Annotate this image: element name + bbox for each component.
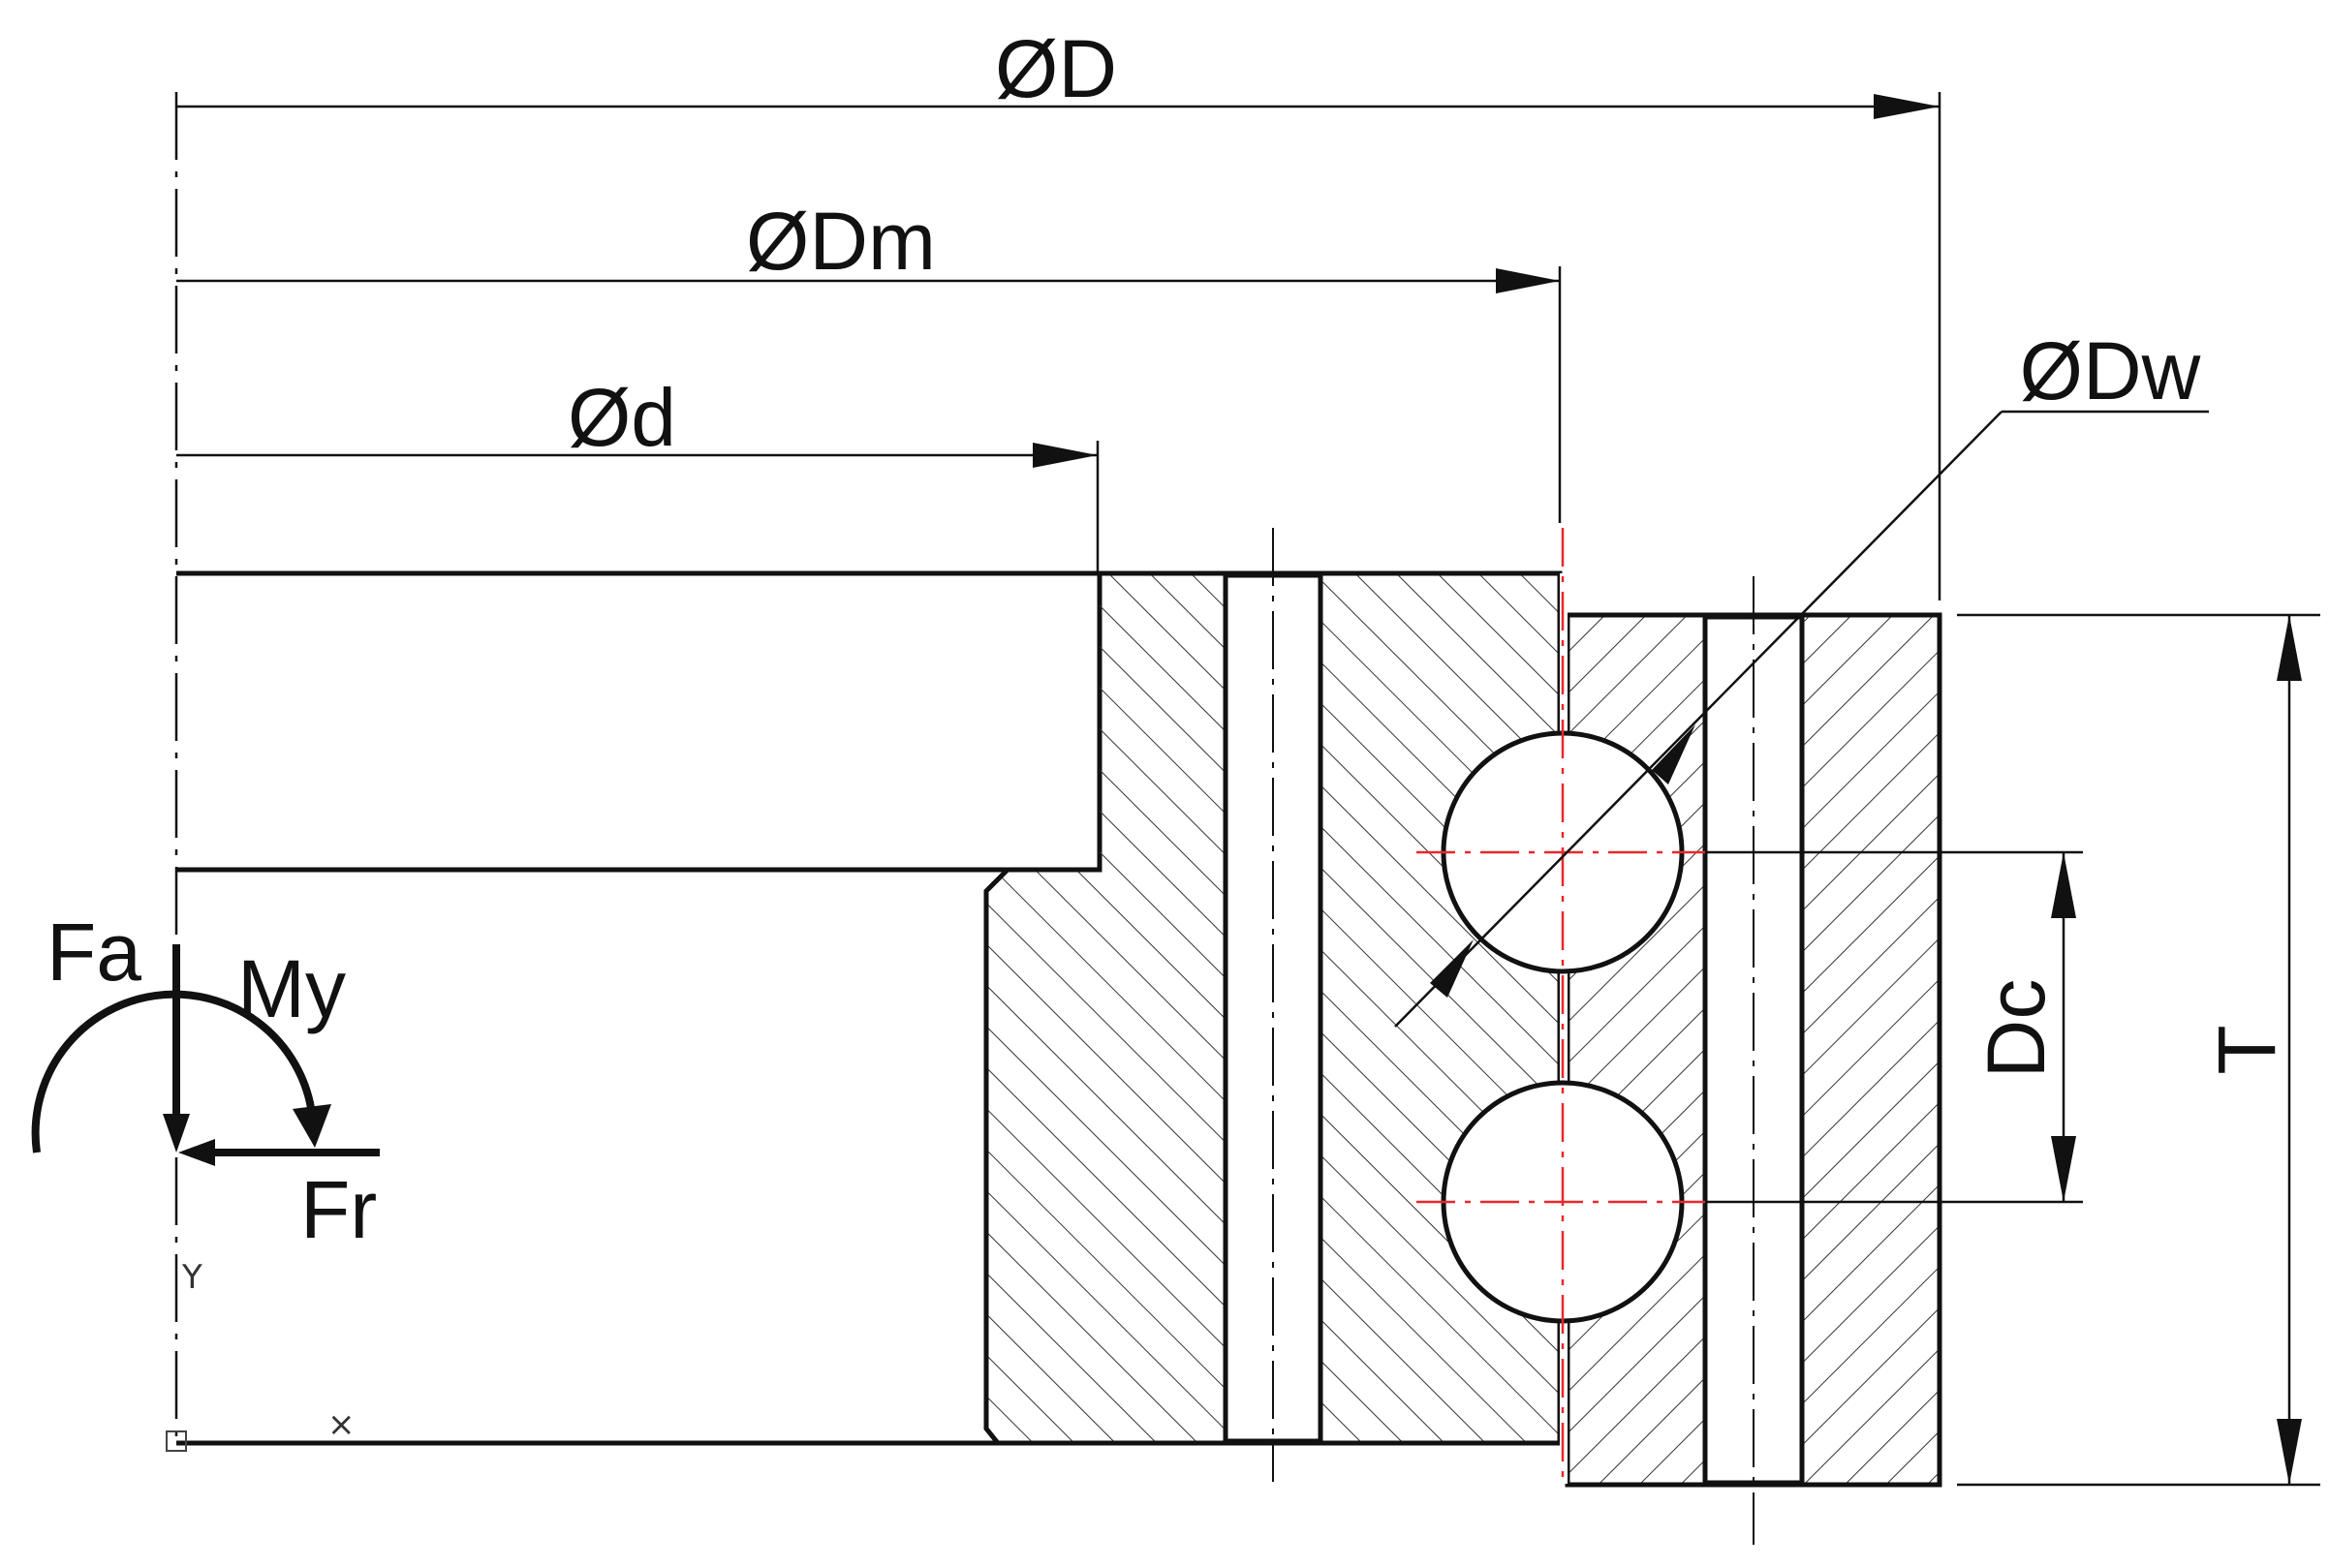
outer-ring xyxy=(1565,576,1942,1545)
dimension-height: T xyxy=(1957,613,2320,1487)
label-axial-force: Fa xyxy=(47,907,141,998)
label-outer-diameter: ØD xyxy=(995,23,1117,114)
ucs-icon: Y × xyxy=(166,1258,356,1452)
label-radial-force: Fr xyxy=(300,1164,377,1255)
label-height: T xyxy=(2201,1025,2292,1074)
dimension-mean-diameter: ØDm xyxy=(176,196,1562,523)
label-ball-center-distance: Dc xyxy=(1971,979,2062,1079)
dimension-ball-center-distance: Dc xyxy=(1705,850,2083,1204)
dimension-outer-diameter: ØD xyxy=(176,23,1941,600)
label-moment: My xyxy=(237,943,346,1034)
label-mean-diameter: ØDm xyxy=(746,196,936,287)
dimension-inner-diameter: Ød xyxy=(176,372,1100,571)
ball-center-lines xyxy=(1416,528,1705,1487)
dimension-ball-diameter: ØDw xyxy=(1394,325,2209,1028)
label-ball-diameter: ØDw xyxy=(2020,325,2201,416)
label-axis-x: × xyxy=(327,1405,356,1444)
label-axis-y: Y xyxy=(181,1258,202,1297)
inner-ring xyxy=(176,528,1563,1482)
label-inner-diameter: Ød xyxy=(568,372,676,463)
load-symbols: Fa My Fr xyxy=(31,907,380,1255)
